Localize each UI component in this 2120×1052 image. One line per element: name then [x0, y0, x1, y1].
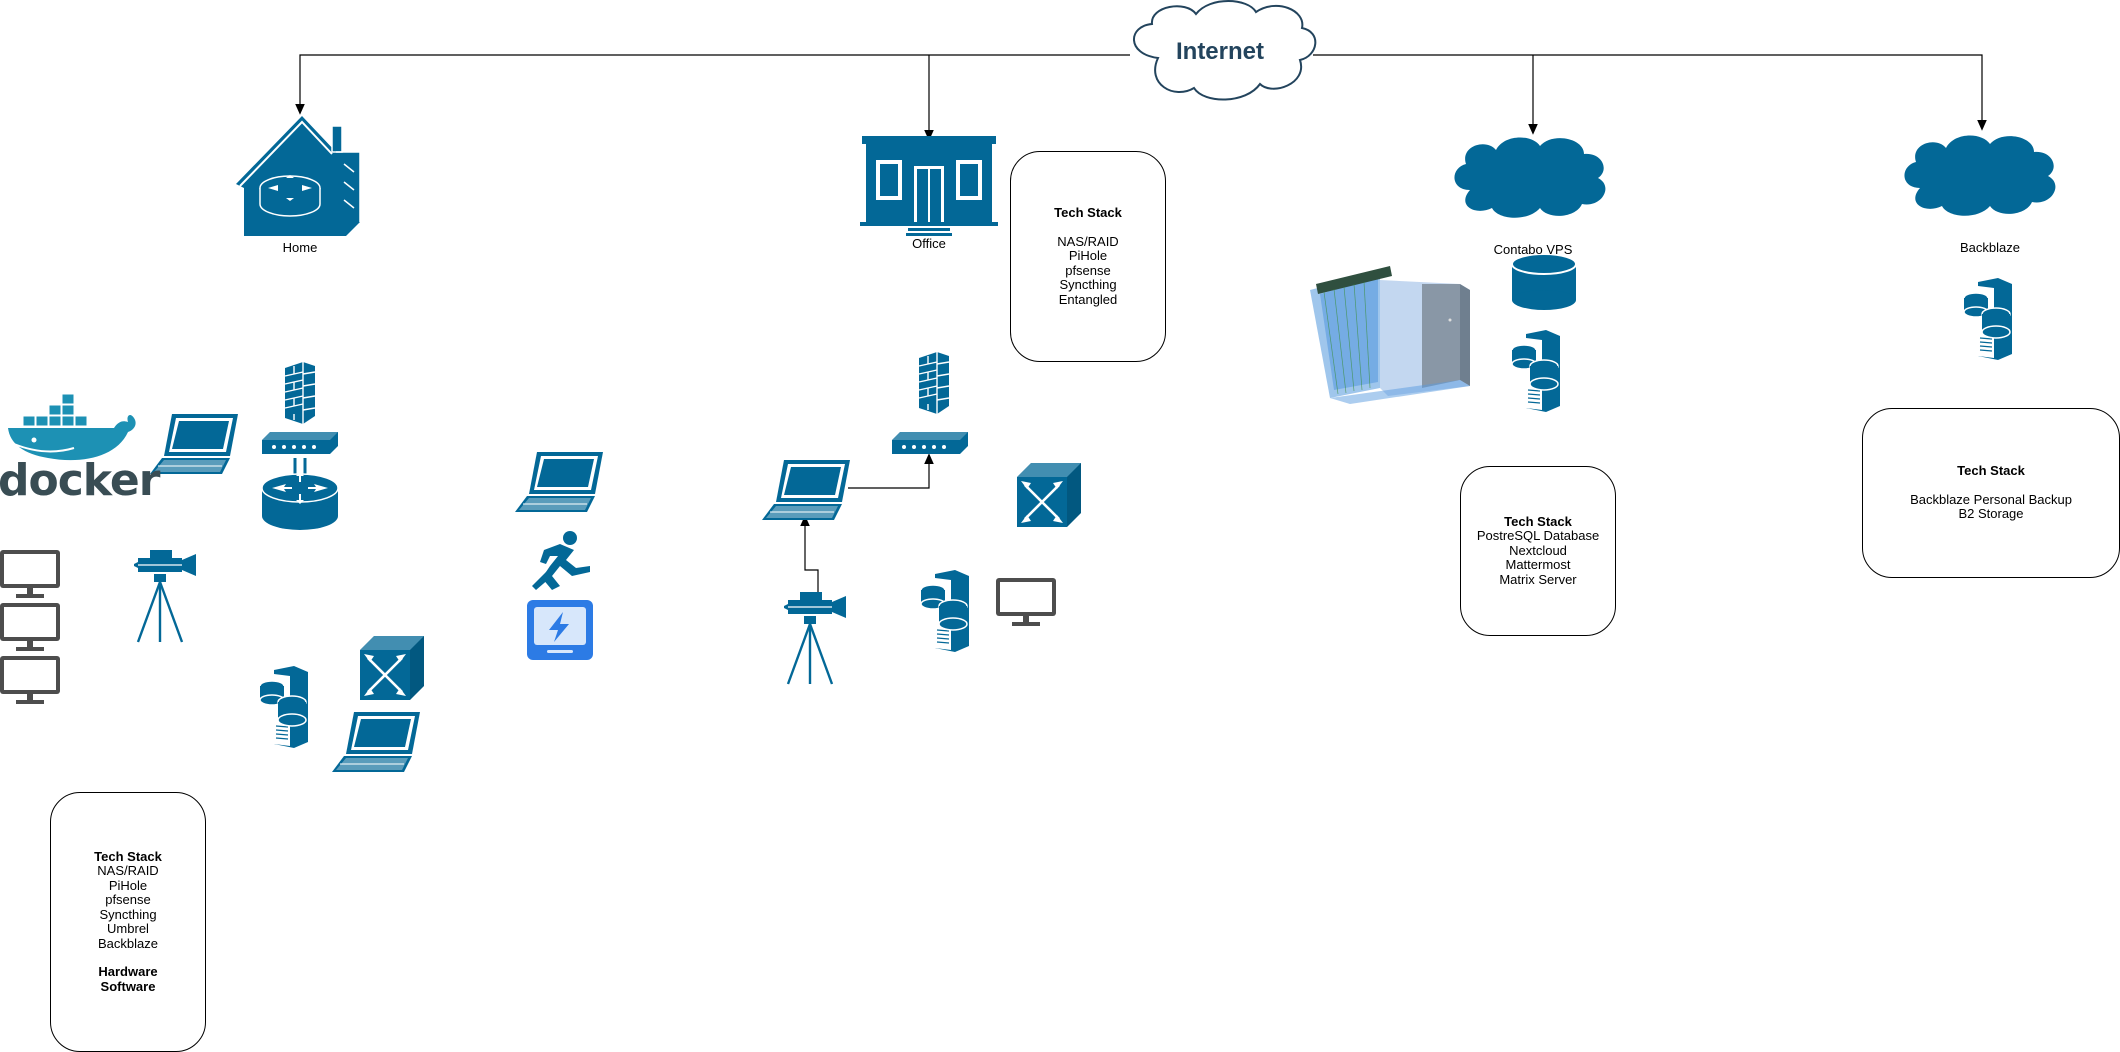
box-item: Entangled: [1058, 291, 1118, 307]
office-laptop-icon: [761, 459, 851, 521]
box-item: Umbrel: [107, 921, 149, 937]
monitor-icon: [0, 603, 60, 651]
box-title: Tech Stack: [94, 848, 162, 864]
home-camera-icon: [132, 548, 198, 644]
office-firewall-icon: [918, 351, 950, 415]
internet-label: Internet: [1175, 38, 1264, 65]
office-monitor-icon: [996, 578, 1056, 626]
home-laptop-2-icon: [331, 711, 421, 773]
home-tech-stack-box: Tech Stack NAS/RAID PiHole pfsense Synct…: [50, 792, 206, 1052]
home-house-icon: [236, 116, 361, 236]
box-item: PostreSQL Database: [1476, 528, 1600, 544]
box-title: Tech Stack: [1504, 513, 1572, 529]
home-server-icon: [259, 665, 309, 749]
docker-logo-icon: [8, 393, 136, 461]
box-item: Backblaze Personal Backup: [1910, 491, 2072, 507]
office-camera-icon: [782, 590, 848, 686]
docker-wordmark: docker: [0, 455, 160, 506]
box-item: B2 Storage: [1958, 506, 2024, 522]
backblaze-cloud-icon: [1904, 135, 2056, 216]
box-item: PiHole: [108, 877, 148, 893]
box-footer-item: Software: [100, 978, 156, 994]
vps-server-3d-icon: [1310, 266, 1470, 404]
laptop-icon: [514, 451, 604, 513]
monitor-icon: [0, 656, 60, 704]
connector-lines: [293, 54, 1987, 592]
home-router-icon: [261, 471, 339, 531]
box-item: Syncthing: [1059, 277, 1117, 292]
backblaze-label: Backblaze: [1960, 240, 2020, 255]
internet-cloud: [1133, 0, 1317, 101]
box-item: Backblaze: [98, 935, 158, 951]
office-hub-icon: [892, 432, 968, 454]
office-server-icon: [920, 569, 970, 653]
box-item: Syncthing: [99, 906, 157, 922]
box-item: Matrix Server: [1499, 571, 1577, 587]
home-laptop-icon: [149, 413, 239, 475]
home-hub-icon: [262, 432, 338, 454]
running-man-icon: [532, 531, 590, 590]
contabo-cloud-icon: [1454, 137, 1606, 218]
home-label: Home: [282, 240, 318, 255]
box-item: PiHole: [1068, 248, 1108, 263]
office-label: Office: [912, 236, 946, 251]
office-switch-icon: [1015, 461, 1083, 529]
box-item: Nextcloud: [1509, 542, 1567, 558]
box-item: NAS/RAID: [1057, 233, 1119, 249]
box-footer-item: Hardware: [98, 964, 158, 980]
drive-icon: [527, 600, 593, 660]
home-switch-icon: [358, 634, 426, 702]
office-tech-stack-box: Tech Stack NAS/RAID PiHole pfsense Synct…: [1010, 151, 1166, 362]
contabo-tech-stack-box: Tech Stack PostreSQL Database Nextcloud …: [1460, 466, 1616, 636]
home-firewall-icon: [284, 361, 316, 425]
monitor-icon: [0, 550, 60, 598]
office-building-icon: [860, 136, 998, 236]
backblaze-server-icon: [1963, 277, 2013, 361]
box-item: Mattermost: [1505, 557, 1571, 573]
contabo-label: Contabo VPS: [1493, 242, 1573, 257]
backblaze-tech-stack-box: Tech Stack Backblaze Personal Backup B2 …: [1862, 408, 2120, 578]
box-title: Tech Stack: [1957, 463, 2025, 479]
box-item: pfsense: [1065, 262, 1111, 278]
contabo-server-icon: [1511, 329, 1561, 413]
box-item: NAS/RAID: [97, 863, 159, 879]
database-icon: [1511, 253, 1577, 310]
box-title: Tech Stack: [1054, 205, 1122, 220]
box-item: pfsense: [105, 892, 151, 908]
